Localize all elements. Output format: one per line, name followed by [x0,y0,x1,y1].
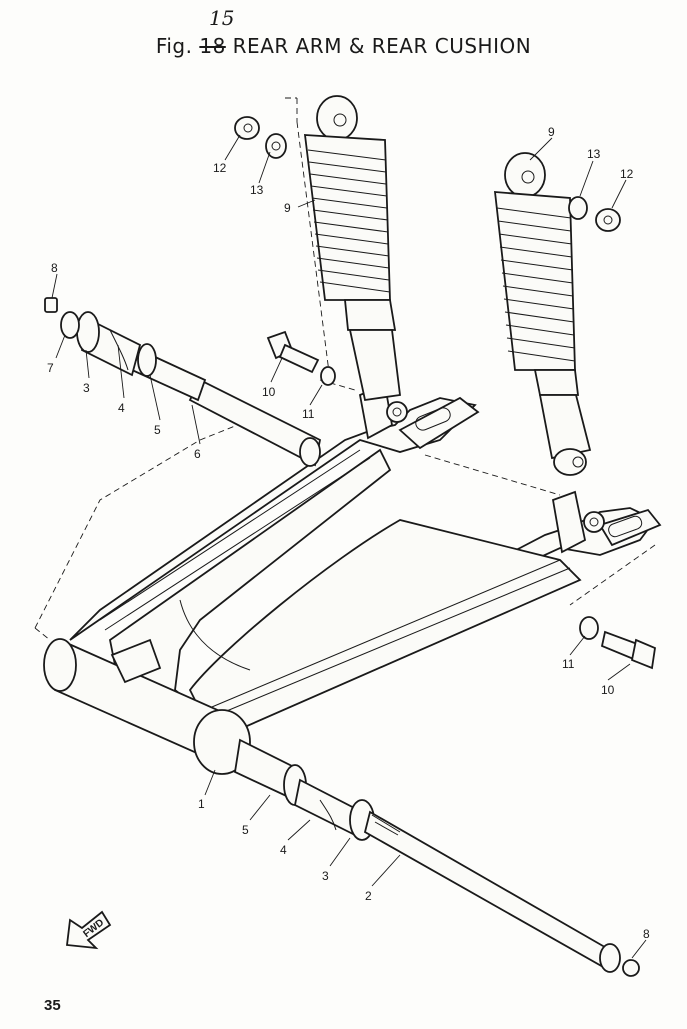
pivot-shaft-lower [234,738,640,977]
callout-5-lower: 5 [242,823,249,837]
callout-11-lower: 11 [562,657,575,671]
alignment-line-right [319,379,656,606]
struck-figure-number: 18 [199,34,226,58]
title-text: REAR ARM & REAR CUSHION [232,34,532,58]
callout-3-lower: 3 [322,869,329,883]
callout-13-left: 13 [250,183,264,197]
callout-12-left: 12 [213,161,227,175]
callout-9-left: 9 [284,201,291,215]
callout-labels: 8 7 3 4 5 6 12 13 9 10 11 9 13 12 11 10 … [47,125,650,941]
bolt-upper [234,116,621,386]
figure-title: Fig. 18 REAR ARM & REAR CUSHION [0,34,687,58]
alignment-line-left-axle [34,627,51,641]
callout-1: 1 [198,797,205,811]
callout-3-upper: 3 [83,381,90,395]
pivot-shaft-upper [44,297,322,467]
fwd-arrow: FWD [65,910,112,950]
page-number: 35 [44,997,61,1014]
callout-8-lower: 8 [643,927,650,941]
alignment-line-left-shock [285,97,331,381]
bolt-lower [579,616,656,670]
callout-5-upper: 5 [154,423,161,437]
rear-cushion-right [493,152,592,476]
callout-4-lower: 4 [280,843,287,857]
callout-12-right: 12 [620,167,634,181]
title-prefix: Fig. [155,34,193,58]
callout-6: 6 [194,447,201,461]
rear-cushion-left [303,95,402,402]
callout-8-upper: 8 [51,261,58,275]
callout-7: 7 [47,361,54,375]
callout-9-right: 9 [548,125,555,139]
handwritten-figure-number: 15 [209,6,235,30]
callout-2: 2 [365,889,372,903]
callout-13-right: 13 [587,147,601,161]
callout-10-upper: 10 [262,385,276,399]
callout-10-lower: 10 [601,683,615,697]
callout-4-upper: 4 [118,401,125,415]
swing-arm [43,383,662,775]
alignment-line-pivot [34,417,256,629]
callout-leaders [51,134,647,959]
callout-11-upper: 11 [302,407,315,421]
